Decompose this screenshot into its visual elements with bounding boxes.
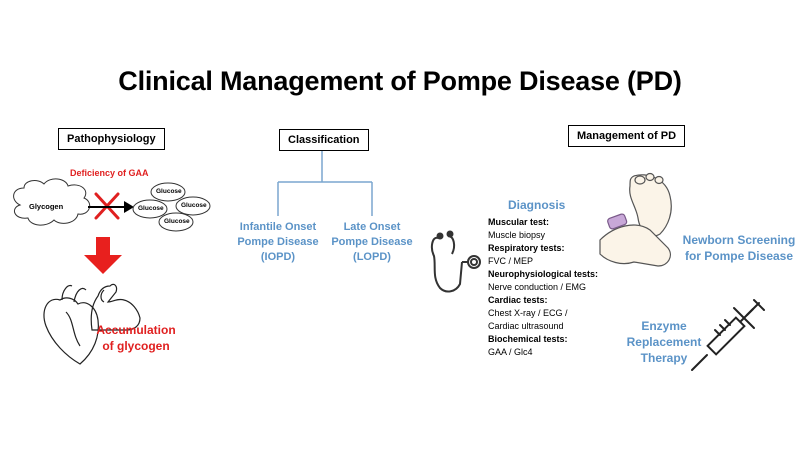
lopd-line-3: (LOPD): [353, 251, 391, 263]
page-title: Clinical Management of Pompe Disease (PD…: [118, 66, 682, 96]
pathophysiology-heading: Pathophysiology: [58, 128, 165, 150]
glycogen-cloud-shape: [13, 178, 91, 226]
therapy-line-2: Replacement: [626, 335, 702, 349]
syringe-icon: [691, 299, 765, 371]
accumulation-line-1: Accumulation: [96, 323, 176, 337]
test-header-cardiac: Cardiac tests:: [488, 295, 548, 305]
glycogen-label: Glycogen: [29, 202, 64, 211]
test-header-neuro: Neurophysiological tests:: [488, 269, 599, 279]
test-item-cardiac-2: Cardiac ultrasound: [488, 321, 564, 331]
accumulation-label: Accumulation of glycogen: [86, 322, 186, 354]
accumulation-line-2: of glycogen: [102, 339, 170, 353]
lopd-line-1: Late Onset: [343, 221, 401, 233]
test-item-cardiac-1: Chest X-ray / ECG /: [488, 308, 568, 318]
test-item-respiratory: FVC / MEP: [488, 256, 534, 266]
therapy-line-3: Therapy: [640, 351, 688, 365]
newborn-line-2: for Pompe Disease: [684, 249, 794, 263]
test-item-muscular: Muscle biopsy: [488, 230, 546, 240]
test-item-neuro: Nerve conduction / EMG: [488, 282, 587, 292]
glucose-ovals: [132, 182, 211, 232]
therapy-line-1: Enzyme: [641, 319, 687, 333]
test-header-biochemical: Biochemical tests:: [488, 334, 568, 344]
classification-tree-lines: [277, 148, 373, 216]
lopd-line-2: Pompe Disease: [331, 236, 413, 248]
glucose-label-2: Glucose: [138, 205, 164, 212]
test-header-muscular: Muscular test:: [488, 217, 550, 227]
diagnosis-test-list: Muscular test: Muscle biopsy Respiratory…: [488, 216, 618, 359]
arrow-down-icon: [84, 237, 122, 274]
iopd-line-1: Infantile Onset: [239, 221, 317, 233]
enzyme-therapy-label: Enzyme Replacement Therapy: [624, 318, 704, 366]
test-header-respiratory: Respiratory tests:: [488, 243, 565, 253]
glucose-label-3: Glucose: [181, 202, 207, 209]
arrow-right-icon: [88, 201, 134, 213]
glucose-label-1: Glucose: [156, 188, 182, 195]
iopd-line-3: (IOPD): [260, 251, 296, 263]
muscle-arm-icon: [90, 283, 141, 331]
classification-lopd: Late Onset Pompe Disease (LOPD): [322, 220, 422, 265]
heart-icon: [43, 285, 99, 365]
deficiency-label: Deficiency of GAA: [70, 168, 149, 178]
management-heading: Management of PD: [568, 125, 686, 147]
newborn-screening-label: Newborn Screening for Pompe Disease: [680, 232, 798, 264]
diagnosis-title: Diagnosis: [508, 198, 566, 212]
iopd-line-2: Pompe Disease: [237, 236, 319, 248]
newborn-line-1: Newborn Screening: [682, 233, 796, 247]
foot-screening-icon: [599, 172, 672, 267]
test-item-biochemical: GAA / Glc4: [488, 347, 533, 357]
classification-iopd: Infantile Onset Pompe Disease (IOPD): [228, 220, 328, 265]
classification-heading: Classification: [279, 129, 369, 151]
stethoscope-icon: [430, 230, 481, 293]
glucose-label-4: Glucose: [164, 218, 190, 225]
